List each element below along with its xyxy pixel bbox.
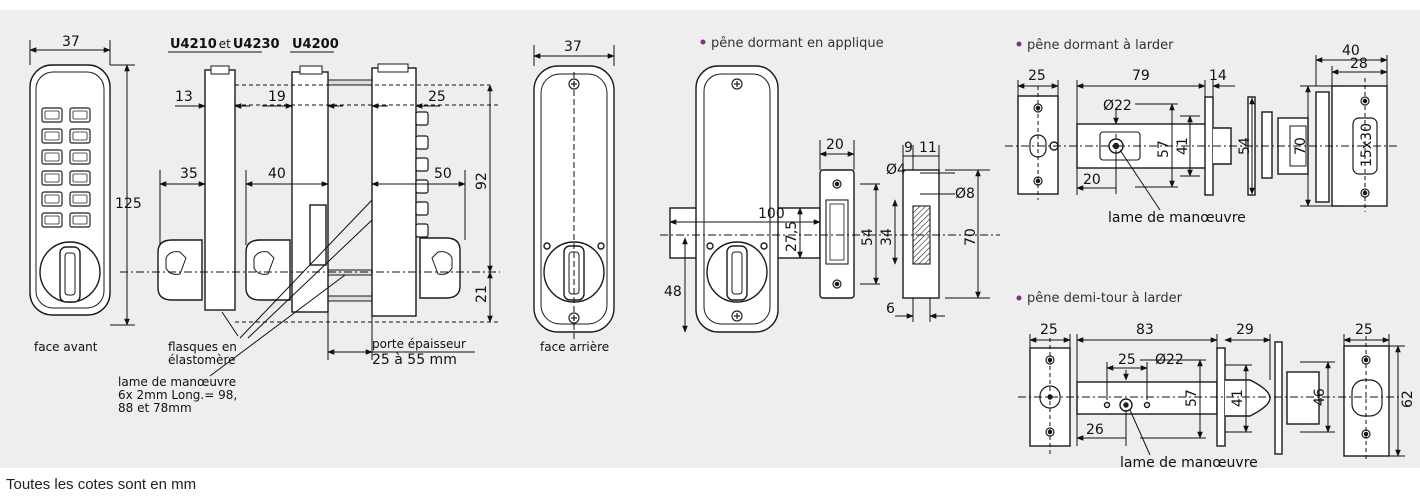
label-lame-size: 6x 2mm Long.= 98, (118, 388, 237, 402)
dim-d8: Ø8 (955, 186, 975, 202)
dim-dt-d22: Ø22 (1155, 352, 1184, 368)
side-view (157, 63, 461, 317)
dim-29: 29 (1236, 322, 1254, 338)
label-elastomere: élastomère (168, 353, 236, 367)
front-face-view (29, 64, 111, 316)
dim-pd-41: 41 (1175, 137, 1191, 155)
dim-pd-28: 28 (1350, 56, 1368, 72)
dim-21: 21 (474, 285, 490, 303)
dim-27-5: 27,5 (784, 221, 800, 252)
dim-35: 35 (180, 166, 198, 182)
back-knob-side-icon (419, 237, 461, 299)
dim-pd-d22: Ø22 (1103, 98, 1132, 114)
middle-plate (291, 71, 329, 313)
label-lame-manoeuvre-demi-tour: lame de manœuvre (1120, 455, 1258, 471)
label-flasques: flasques en (168, 340, 237, 354)
dim-applique-70: 70 (963, 228, 979, 246)
label-lame-manoeuvre-side: lame de manœuvre (118, 375, 236, 389)
bullet-applique (700, 39, 706, 45)
back-housing (371, 67, 417, 317)
label-porte-range: 25 à 55 mm (372, 352, 457, 368)
dim-19: 19 (268, 89, 286, 105)
bullet-dormant-larder (1016, 41, 1022, 47)
dim-92: 92 (474, 172, 490, 190)
section-dormant-larder-title: pêne dormant à larder (1027, 38, 1174, 53)
dim-applique-20: 20 (826, 137, 844, 153)
dim-11: 11 (919, 140, 937, 156)
dim-40: 40 (268, 166, 286, 182)
dim-applique-34: 34 (879, 228, 895, 246)
dim-front-width: 37 (62, 34, 80, 50)
dim-6: 6 (886, 301, 895, 317)
dim-pd-25: 25 (1028, 68, 1046, 84)
middle-knob-side-icon (245, 239, 291, 301)
demi-tour-view (1029, 341, 1390, 457)
dim-48: 48 (664, 284, 682, 300)
dim-dt-57: 57 (1184, 389, 1200, 407)
caption-face-avant: face avant (34, 340, 98, 354)
section-applique-title: pêne dormant en applique (711, 36, 884, 51)
label-lame-lengths: 88 et 78mm (118, 401, 192, 415)
front-flasque-plate (204, 69, 236, 311)
dim-pd-40: 40 (1342, 43, 1360, 59)
dim-46: 46 (1312, 388, 1328, 406)
dim-dt-25-mid: 25 (1118, 352, 1136, 368)
dim-26: 26 (1086, 422, 1104, 438)
dim-pd-20: 20 (1083, 172, 1101, 188)
front-knob-side-icon (157, 239, 203, 301)
applique-view (669, 65, 940, 333)
bullet-demi-tour (1016, 295, 1022, 301)
dim-50: 50 (434, 166, 452, 182)
dim-front-height: 125 (115, 196, 142, 212)
dim-side-25: 25 (428, 89, 446, 105)
dim-pd-57: 57 (1156, 140, 1172, 158)
section-demi-tour-title: pêne demi-tour à larder (1027, 291, 1183, 306)
dim-15x30: 15x30 (1359, 123, 1375, 167)
dim-100: 100 (758, 206, 785, 222)
model-label-u4200: U4200 (292, 37, 339, 52)
dim-83: 83 (1136, 322, 1154, 338)
dim-pd-54: 54 (1237, 137, 1253, 155)
dim-9: 9 (904, 140, 913, 156)
dim-pd-70: 70 (1293, 137, 1309, 155)
dim-d4: Ø4 (886, 162, 906, 178)
dim-applique-54: 54 (860, 228, 876, 246)
dim-14: 14 (1209, 68, 1227, 84)
dim-dt-25-right: 25 (1355, 322, 1373, 338)
dim-13: 13 (175, 89, 193, 105)
dim-back-width: 37 (564, 39, 582, 55)
dim-62: 62 (1400, 390, 1416, 408)
label-porte-epaisseur: porte épaisseur (372, 337, 466, 351)
dim-dt-25-left: 25 (1040, 322, 1058, 338)
footer-note: Toutes les cotes sont en mm (6, 476, 197, 493)
dim-79: 79 (1132, 68, 1150, 84)
caption-face-arriere: face arrière (540, 340, 609, 354)
dim-dt-41: 41 (1230, 389, 1246, 407)
label-lame-manoeuvre-dormant: lame de manœuvre (1108, 210, 1246, 226)
